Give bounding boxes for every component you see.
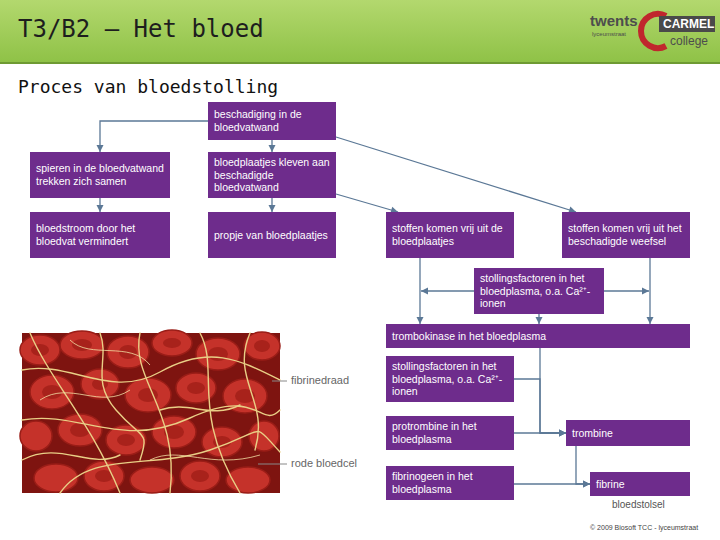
arrowhead	[421, 288, 428, 295]
process-box: spieren in de bloedvatwand trekken zich …	[30, 152, 170, 198]
process-box: propje van bloedplaatjes	[208, 212, 336, 258]
arrowhead	[269, 205, 276, 212]
process-box: stollingsfactoren in het bloedplasma, o.…	[386, 356, 514, 402]
connector-line	[421, 290, 474, 291]
box-text: beschadiging in de bloedvatwand	[214, 108, 330, 133]
slide-title: T3/B2 – Het bloed	[18, 15, 264, 43]
process-box: fibrine	[590, 472, 690, 496]
photo-label: rode bloedcel	[291, 457, 357, 469]
process-box: protrombine in het bloedplasma	[386, 416, 514, 450]
process-box: bloedplaatjes kleven aan beschadigde blo…	[208, 152, 336, 198]
box-text: fibrine	[596, 478, 684, 491]
arrowhead	[269, 145, 276, 152]
process-box: stoffen komen vrij uit het beschadigde w…	[562, 212, 690, 258]
process-box: trombine	[566, 420, 690, 446]
box-text: trombine	[572, 427, 684, 440]
connector-line	[514, 483, 590, 484]
arrowhead	[559, 430, 566, 437]
flow-arrow	[269, 198, 276, 212]
box-text: spieren in de bloedvatwand trekken zich …	[36, 162, 164, 187]
arrowhead	[417, 317, 424, 324]
flow-arrow	[269, 140, 276, 152]
arrowhead	[97, 205, 104, 212]
process-box: stoffen komen vrij uit de bloedplaatjes	[386, 212, 514, 258]
box-text: propje van bloedplaatjes	[214, 229, 330, 242]
arrowhead	[583, 481, 590, 488]
arrowhead	[642, 288, 649, 295]
box-text: protrombine in het bloedplasma	[392, 420, 508, 445]
arrowhead	[559, 430, 566, 437]
flow-arrow	[576, 446, 590, 488]
arrowhead	[647, 317, 654, 324]
blood-clot-photo	[20, 330, 280, 493]
logo-text: CARMEL	[663, 17, 714, 31]
connector-line	[540, 348, 566, 433]
connector-line	[419, 258, 420, 324]
box-text: bloedstroom door het bloedvat vermindert	[36, 222, 164, 247]
flow-arrow	[514, 430, 566, 437]
box-text: stoffen komen vrij uit de bloedplaatjes	[392, 222, 508, 247]
box-text: stollingsfactoren in het bloedplasma, o.…	[480, 272, 598, 310]
copyright-note: © 2009 Biosoft TCC - lyceumstraat	[590, 524, 698, 531]
box-text: stoffen komen vrij uit het beschadigde w…	[568, 222, 684, 247]
subtitle: Proces van bloedstolling	[18, 76, 278, 97]
connector-line	[336, 137, 576, 212]
flow-arrow	[514, 481, 590, 488]
arrowhead	[583, 481, 590, 488]
logo-text: college	[670, 34, 708, 48]
leader-line	[258, 464, 287, 465]
process-box: trombokinase in het bloedplasma	[386, 324, 690, 348]
arrowhead	[559, 430, 566, 437]
connector-line	[576, 446, 590, 484]
logo-text: lyceumstraat	[592, 31, 626, 37]
flow-arrow	[97, 198, 104, 212]
box-text: fibrinogeen in het bloedplasma	[392, 470, 508, 495]
flow-arrow	[514, 379, 566, 437]
flow-arrow	[540, 348, 566, 437]
flow-arrow	[336, 194, 398, 213]
arrowhead	[97, 145, 104, 152]
process-box: fibrinogeen in het bloedplasma	[386, 466, 514, 500]
connector-line	[649, 258, 650, 324]
process-box: bloedstroom door het bloedvat vermindert	[30, 212, 170, 258]
flow-arrow	[97, 121, 209, 152]
box-text: trombokinase in het bloedplasma	[392, 330, 684, 343]
process-box: stollingsfactoren in het bloedplasma, o.…	[474, 268, 604, 314]
result-label: bloedstolsel	[612, 499, 665, 510]
connector-line	[514, 432, 566, 433]
connector-line	[514, 379, 566, 433]
box-text: bloedplaatjes kleven aan beschadigde blo…	[214, 156, 330, 194]
process-box: beschadiging in de bloedvatwand	[208, 102, 336, 140]
connector-line	[336, 194, 398, 212]
logo-text: twents	[590, 12, 638, 29]
connector-line	[100, 121, 208, 152]
box-text: stollingsfactoren in het bloedplasma, o.…	[392, 360, 508, 398]
logo-band	[659, 16, 715, 32]
photo-label: fibrinedraad	[291, 374, 349, 386]
leader-line	[272, 381, 287, 382]
flow-arrow	[336, 137, 576, 213]
arrowhead	[536, 317, 543, 324]
